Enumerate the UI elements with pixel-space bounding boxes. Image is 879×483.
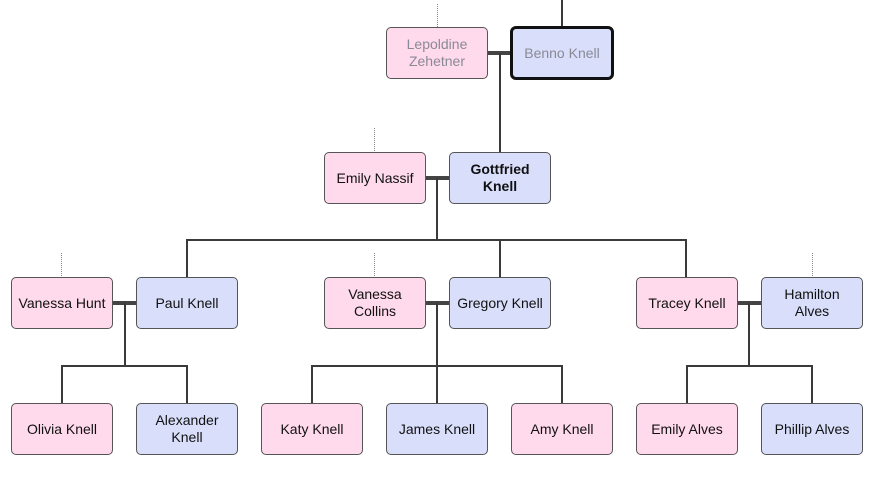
person-name: Katy Knell — [280, 420, 344, 437]
person-name: Paul Knell — [155, 294, 219, 311]
person-vanessa-collins[interactable]: Vanessa Collins — [324, 277, 426, 329]
person-name: Alexander Knell — [155, 412, 219, 445]
person-vanessa-hunt[interactable]: Vanessa Hunt — [11, 277, 113, 329]
person-name: Lepoldine Zehetner — [406, 36, 468, 69]
person-amy-knell[interactable]: Amy Knell — [511, 403, 613, 455]
person-name: Benno Knell — [524, 44, 600, 61]
person-olivia-knell[interactable]: Olivia Knell — [11, 403, 113, 455]
person-emily-nassif[interactable]: Emily Nassif — [324, 152, 426, 204]
person-name: Hamilton Alves — [784, 286, 840, 319]
person-emily-alves[interactable]: Emily Alves — [636, 403, 738, 455]
person-name: Olivia Knell — [26, 420, 98, 437]
person-james-knell[interactable]: James Knell — [386, 403, 488, 455]
person-name: Amy Knell — [530, 420, 594, 437]
person-lepoldine-zehetner[interactable]: Lepoldine Zehetner — [386, 27, 488, 79]
person-hamilton-alves[interactable]: Hamilton Alves — [761, 277, 863, 329]
person-gregory-knell[interactable]: Gregory Knell — [449, 277, 551, 329]
person-name: Gottfried Knell — [470, 161, 530, 194]
person-name: Tracey Knell — [648, 294, 726, 311]
person-name: Gregory Knell — [457, 294, 543, 311]
person-name: Vanessa Hunt — [18, 294, 106, 311]
person-name: Emily Nassif — [336, 169, 414, 186]
person-tracey-knell[interactable]: Tracey Knell — [636, 277, 738, 329]
person-name: James Knell — [398, 420, 476, 437]
person-benno-knell[interactable]: Benno Knell — [510, 26, 614, 80]
person-katy-knell[interactable]: Katy Knell — [261, 403, 363, 455]
person-phillip-alves[interactable]: Phillip Alves — [761, 403, 863, 455]
person-paul-knell[interactable]: Paul Knell — [136, 277, 238, 329]
person-alexander-knell[interactable]: Alexander Knell — [136, 403, 238, 455]
person-name: Phillip Alves — [774, 420, 850, 437]
person-name: Vanessa Collins — [348, 286, 402, 319]
person-name: Emily Alves — [651, 420, 723, 437]
person-gottfried-knell[interactable]: Gottfried Knell — [449, 152, 551, 204]
